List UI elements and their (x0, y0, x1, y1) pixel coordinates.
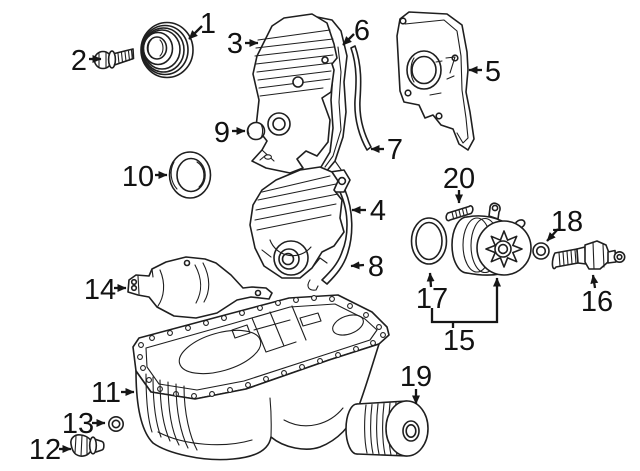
callout-8: 8 (350, 251, 384, 283)
callout-3: 3 (227, 28, 259, 60)
front-oil-seal (168, 151, 212, 199)
callout-9: 9 (214, 117, 246, 149)
callout-20: 20 (443, 163, 475, 204)
callouts: 1 2 3 4 5 6 7 8 (29, 8, 613, 466)
callout-label-1: 1 (200, 8, 216, 40)
cooler-stud (445, 205, 474, 222)
callout-label-12: 12 (29, 434, 61, 466)
timing-cover-lower (249, 166, 351, 279)
callout-label-14: 14 (84, 274, 116, 306)
callout-14: 14 (84, 274, 127, 306)
callout-label-8: 8 (368, 251, 384, 283)
callout-15: 15 (430, 277, 501, 357)
callout-label-15: 15 (443, 325, 475, 357)
callout-label-7: 7 (387, 134, 403, 166)
callout-label-10: 10 (122, 161, 154, 193)
callout-label-16: 16 (581, 286, 613, 318)
callout-1: 1 (188, 8, 216, 40)
callout-16: 16 (581, 274, 613, 318)
upper-cover-gasket (350, 45, 372, 151)
callout-6: 6 (342, 15, 370, 47)
callout-label-13: 13 (62, 408, 94, 440)
oil-pan (132, 294, 390, 461)
callout-5: 5 (468, 56, 501, 88)
cooler-union-bolt (551, 240, 626, 270)
callout-label-11: 11 (91, 377, 121, 409)
oil-cooler-assembly (451, 202, 532, 276)
callout-label-9: 9 (214, 117, 230, 149)
callout-label-19: 19 (400, 361, 432, 393)
drain-plug-gasket (108, 415, 125, 432)
callout-12: 12 (29, 434, 72, 466)
crankshaft-pulley (140, 21, 194, 79)
timing-cover-upper (251, 13, 338, 174)
callout-13: 13 (62, 408, 106, 440)
callout-11: 11 (91, 377, 135, 409)
union-washer (532, 242, 550, 260)
callout-17: 17 (416, 272, 448, 315)
callout-10: 10 (122, 161, 168, 193)
callout-label-17: 17 (416, 283, 448, 315)
callout-4: 4 (351, 195, 386, 227)
cooler-o-ring (410, 217, 448, 265)
callout-label-4: 4 (370, 195, 386, 227)
callout-label-18: 18 (551, 206, 583, 238)
stiffener-shield (127, 256, 273, 319)
callout-19: 19 (400, 361, 432, 405)
callout-label-5: 5 (485, 56, 501, 88)
plug-cap (246, 121, 266, 141)
lower-cover-gasket (307, 189, 353, 291)
timing-cover-inner-plate (396, 11, 475, 151)
callout-label-3: 3 (227, 28, 243, 60)
drain-plug (70, 434, 105, 457)
callout-label-2: 2 (71, 45, 87, 77)
callout-18: 18 (546, 206, 583, 242)
callout-7: 7 (370, 134, 403, 166)
oil-filter (345, 400, 429, 457)
callout-label-6: 6 (354, 15, 370, 47)
callout-2: 2 (71, 45, 102, 77)
callout-label-20: 20 (443, 163, 475, 195)
